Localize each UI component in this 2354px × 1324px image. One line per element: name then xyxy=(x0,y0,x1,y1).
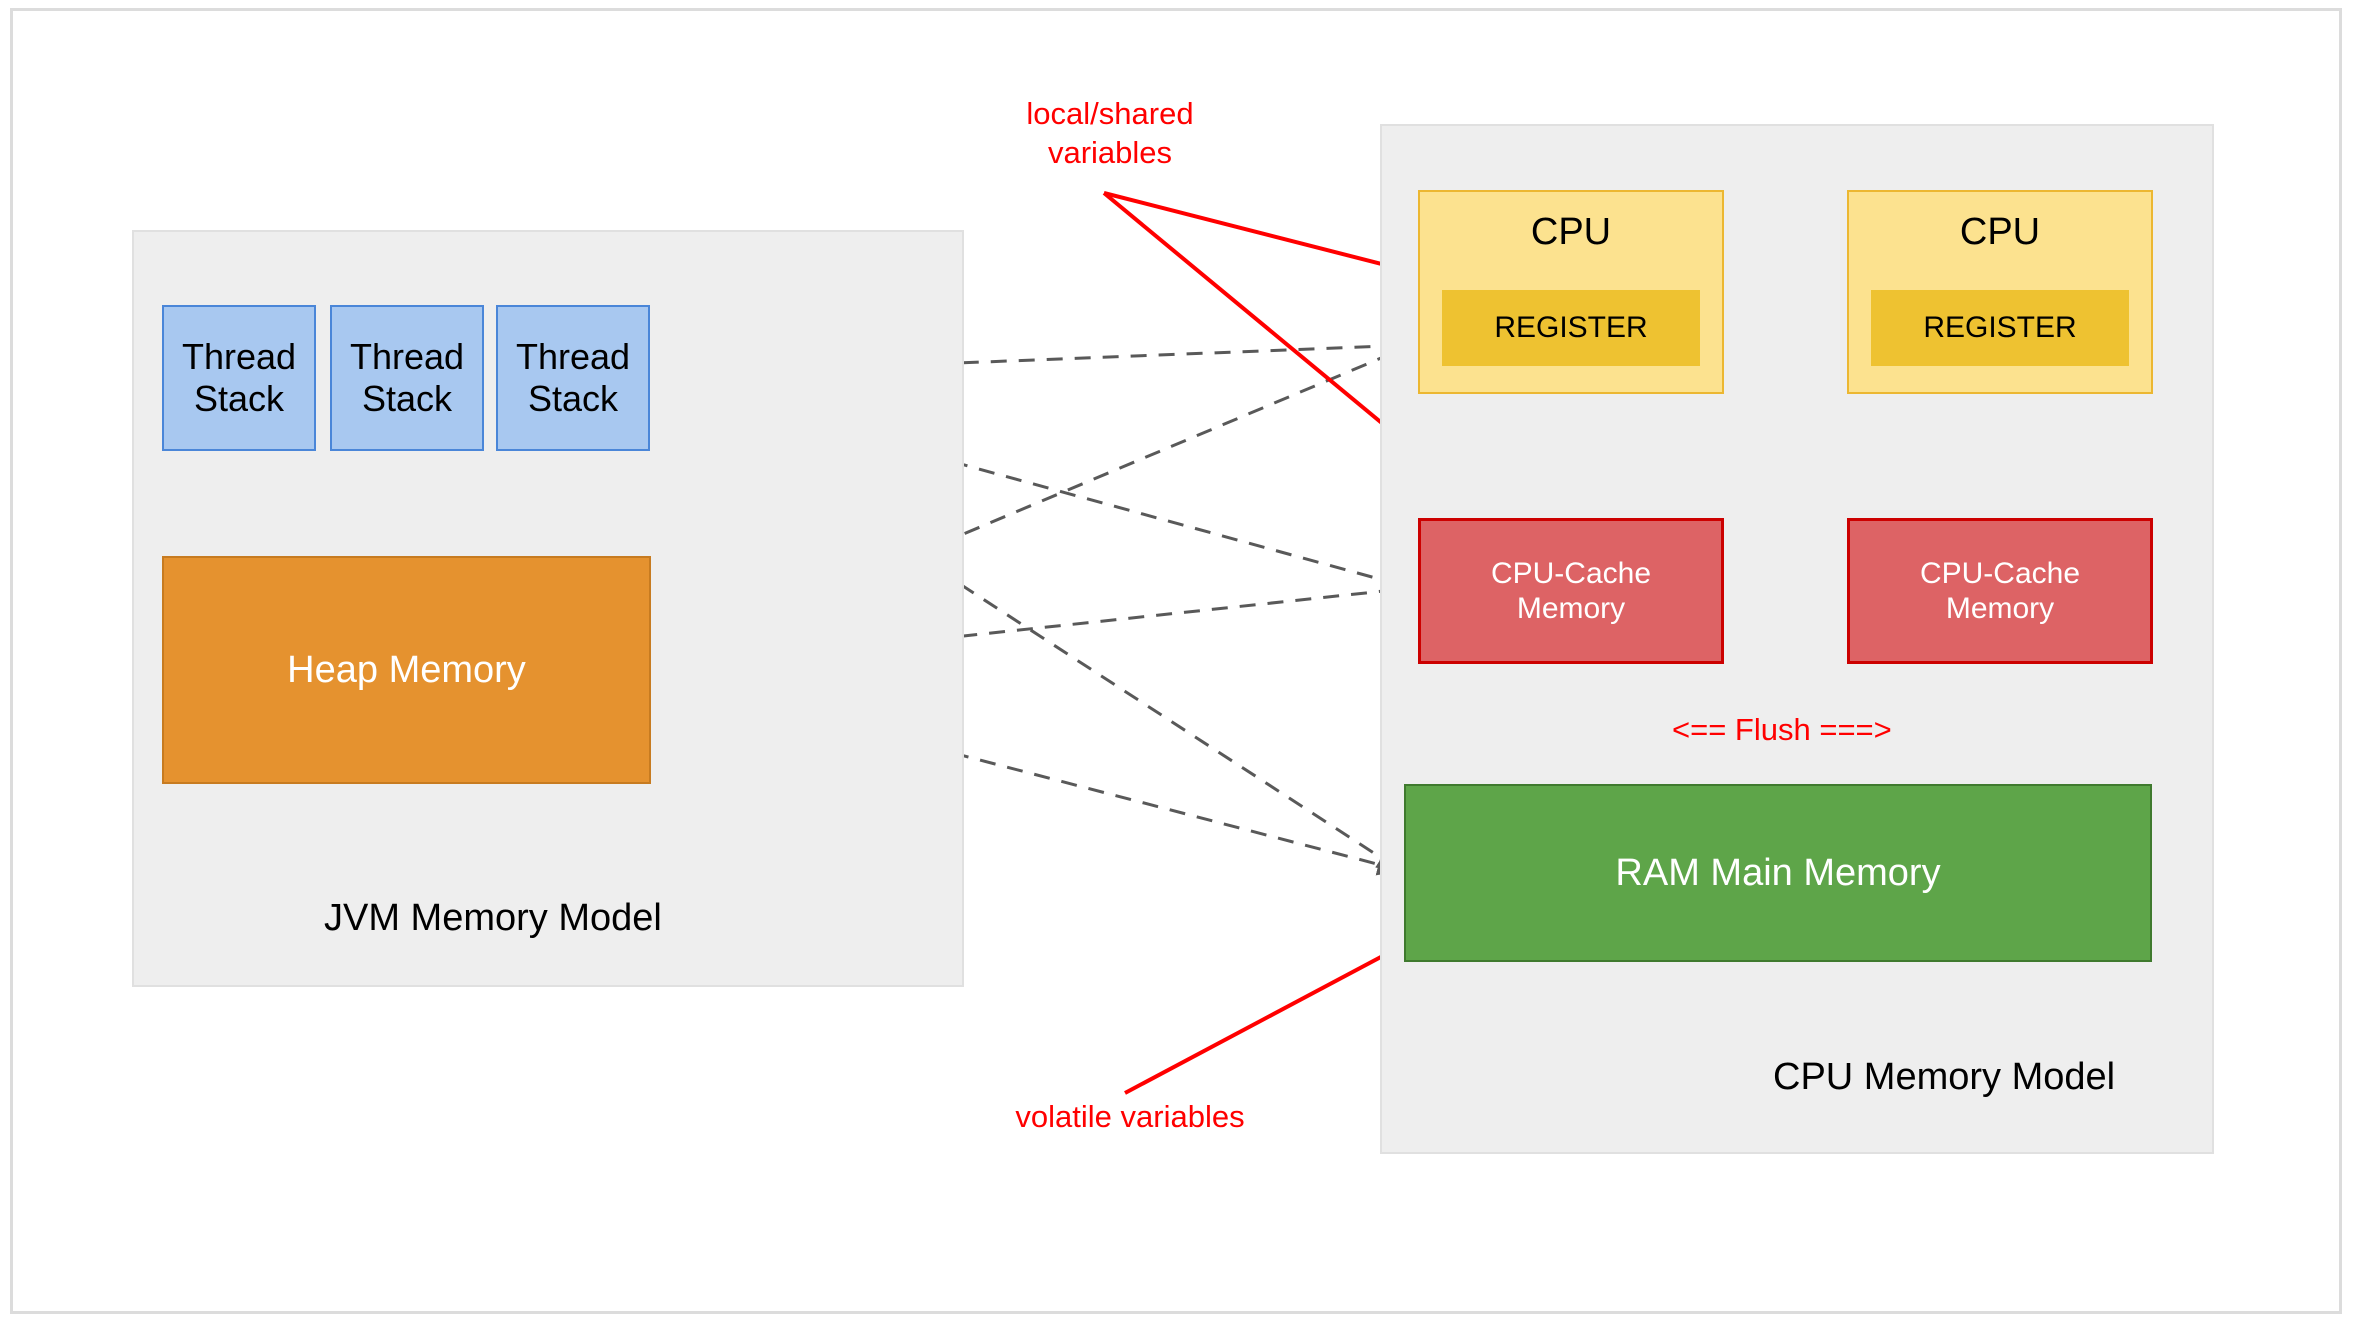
ram-main-memory-box[interactable]: RAM Main Memory xyxy=(1404,784,2152,962)
heap-memory-box[interactable]: Heap Memory xyxy=(162,556,651,784)
cpu-box-2[interactable]: CPU REGISTER xyxy=(1847,190,2153,394)
cpu-box-1[interactable]: CPU REGISTER xyxy=(1418,190,1724,394)
cpu-cache-memory-box-1[interactable]: CPU-Cache Memory xyxy=(1418,518,1724,664)
annotation-local-shared-variables: local/shared variables xyxy=(1026,96,1194,170)
register-box-2[interactable]: REGISTER xyxy=(1871,290,2129,366)
cpu-cache-memory-box-2[interactable]: CPU-Cache Memory xyxy=(1847,518,2153,664)
cpu-memory-model-title: CPU Memory Model xyxy=(1773,1056,2116,1098)
thread-stack-box-1[interactable]: Thread Stack xyxy=(162,305,316,451)
cpu-label-2: CPU xyxy=(1959,211,2041,253)
thread-stack-box-2[interactable]: Thread Stack xyxy=(330,305,484,451)
flush-label: <== Flush ===> xyxy=(1672,712,1892,747)
register-box-1[interactable]: REGISTER xyxy=(1442,290,1700,366)
jvm-memory-model-title: JVM Memory Model xyxy=(324,897,662,939)
thread-stack-box-3[interactable]: Thread Stack xyxy=(496,305,650,451)
annotation-volatile-variables: volatile variables xyxy=(1015,1099,1245,1134)
cpu-label-1: CPU xyxy=(1530,211,1612,253)
